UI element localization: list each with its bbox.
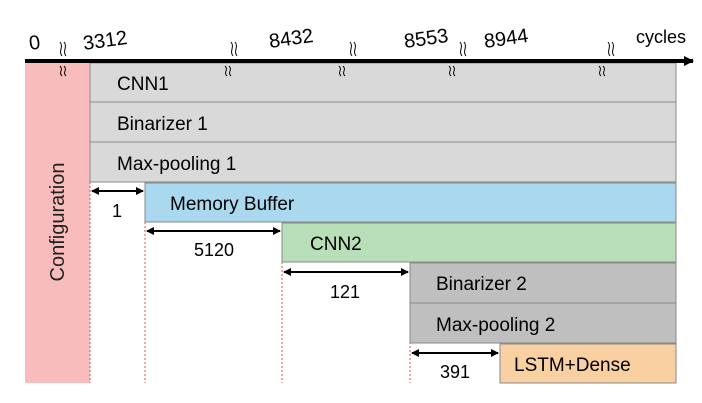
axis-break-mark xyxy=(224,65,228,77)
stage-max-pooling-2: Max-pooling 2 xyxy=(409,302,677,344)
axis-break-mark xyxy=(234,41,238,57)
stage-bar xyxy=(89,62,677,103)
delay-5120: 5120 xyxy=(146,227,281,260)
axis-break-mark xyxy=(353,41,357,57)
axis-break-mark xyxy=(228,65,232,77)
stage-max-pooling-1: Max-pooling 1 xyxy=(89,141,677,183)
axis-break-mark xyxy=(463,41,467,57)
axis-break-mark xyxy=(452,65,456,77)
stage-memory-buffer: Memory Buffer xyxy=(144,182,677,223)
axis-break-mark xyxy=(59,41,63,57)
axis-tick-label: 8944 xyxy=(483,25,530,53)
axis-break-mark xyxy=(59,65,63,77)
delay-label: 5120 xyxy=(194,240,234,260)
axis-break-mark xyxy=(230,41,234,57)
stage-bar xyxy=(89,141,677,183)
delay-391: 391 xyxy=(411,349,499,382)
axis-break-mark xyxy=(448,65,452,77)
stage-label: CNN2 xyxy=(310,234,362,255)
configuration-block xyxy=(25,62,90,383)
axis-break-mark xyxy=(338,65,342,77)
axis-break-mark xyxy=(63,41,67,57)
axis-break-mark xyxy=(349,41,353,57)
stage-lstm-dense: LSTM+Dense xyxy=(499,343,677,384)
axis-break-mark xyxy=(607,41,611,57)
stage-label: Max-pooling 1 xyxy=(117,154,236,175)
stage-bar xyxy=(144,182,677,223)
axis-unit-label: cycles xyxy=(636,27,686,47)
axis-break-mark xyxy=(611,41,615,57)
stage-binarizer-1: Binarizer 1 xyxy=(89,101,677,143)
stage-binarizer-2: Binarizer 2 xyxy=(409,262,677,304)
axis-tick-label: 0 xyxy=(28,32,42,55)
stage-label: Memory Buffer xyxy=(170,194,295,215)
stage-label: Binarizer 1 xyxy=(117,114,208,135)
axis-break-marks xyxy=(59,41,615,77)
axis-break-mark xyxy=(63,65,67,77)
stage-cnn1: CNN1 xyxy=(89,62,677,103)
axis-break-mark xyxy=(602,65,606,77)
axis-break-mark xyxy=(598,65,602,77)
stage-bar xyxy=(409,302,677,344)
axis-tick-label: 8553 xyxy=(403,25,450,53)
stage-label: LSTM+Dense xyxy=(514,355,631,376)
stage-cnn2: CNN2 xyxy=(281,222,677,263)
delay-121: 121 xyxy=(283,268,409,302)
stage-label: Max-pooling 2 xyxy=(436,315,555,336)
stage-label: CNN1 xyxy=(117,74,169,95)
stage-bar xyxy=(89,101,677,143)
axis-tick-label: 3312 xyxy=(82,27,129,55)
stage-label: Binarizer 2 xyxy=(436,274,527,295)
axis-break-mark xyxy=(459,41,463,57)
stage-bar xyxy=(409,262,677,304)
delay-label: 1 xyxy=(112,201,122,221)
stage-bar xyxy=(281,222,677,263)
delay-label: 121 xyxy=(330,282,360,302)
delay-1: 1 xyxy=(91,187,144,221)
delay-label: 391 xyxy=(440,362,470,382)
stage-bar xyxy=(499,343,677,384)
axis-tick-label: 8432 xyxy=(268,25,315,53)
axis-break-mark xyxy=(342,65,346,77)
configuration-label: Configuration xyxy=(47,163,69,282)
